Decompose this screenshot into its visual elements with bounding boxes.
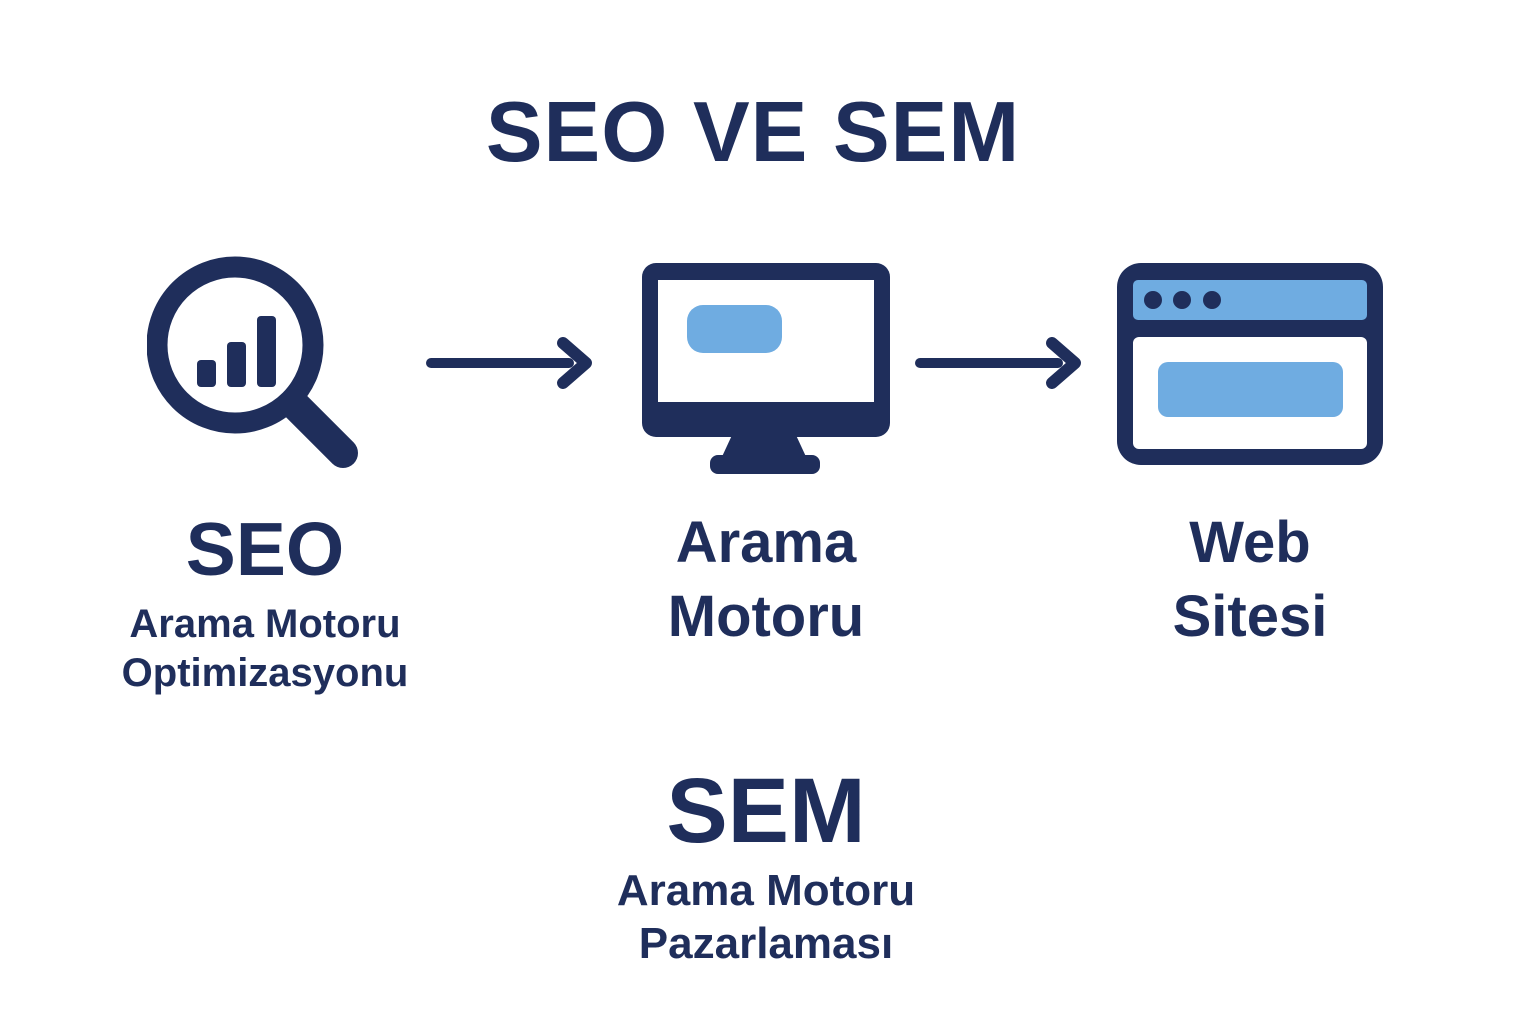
sem-sublabel-line-2: Pazarlaması <box>638 918 894 968</box>
seo-sublabel-line-1: Arama Motoru <box>129 602 401 646</box>
sem-label: SEM <box>666 760 866 862</box>
search-engine-label: Arama Motoru <box>516 506 1016 654</box>
search-engine-label-line-1: Arama <box>675 510 857 575</box>
search-engine-label-line-2: Motoru <box>667 584 865 650</box>
right-arrow-icon <box>912 337 1084 389</box>
right-arrow-icon <box>423 337 595 389</box>
magnifier-bar-chart-icon <box>146 256 363 472</box>
monitor-icon <box>642 263 892 475</box>
seo-sublabel: Arama Motoru Optimizasyonu <box>15 600 515 698</box>
sem-sublabel: Arama Motoru Pazarlaması <box>516 865 1016 971</box>
seo-label: SEO <box>185 507 345 591</box>
page-title: SEO VE SEM <box>485 85 1021 180</box>
sem-sublabel-line-1: Arama Motoru <box>616 866 916 915</box>
browser-window-icon <box>1117 263 1383 465</box>
seo-sublabel-line-2: Optimizasyonu <box>121 650 409 695</box>
website-label: Web Sitesi <box>1000 506 1500 654</box>
website-label-line-2: Sitesi <box>1172 584 1328 650</box>
website-label-line-1: Web <box>1189 510 1311 575</box>
